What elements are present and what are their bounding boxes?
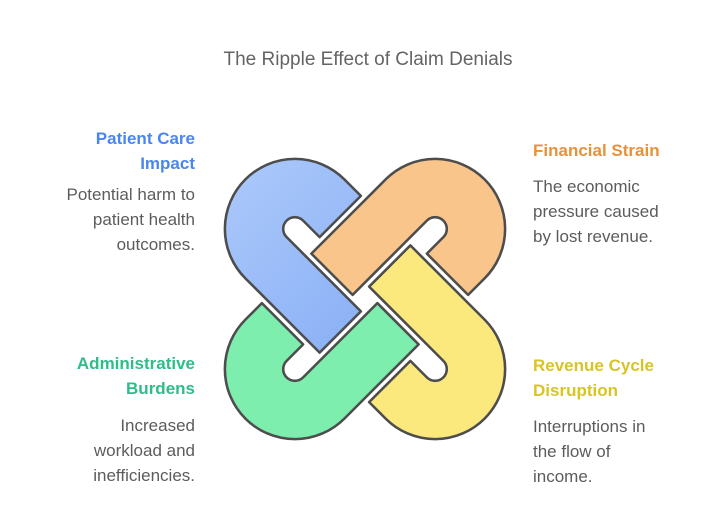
item-description-line: Potential harm to [66, 185, 195, 204]
item-title-line: Burdens [126, 379, 195, 398]
item-description-line: inefficiencies. [93, 466, 195, 485]
item-title-line: Impact [140, 154, 195, 173]
item-administrative-burdens: Administrative Burdens Increased workloa… [13, 351, 195, 488]
page-title: The Ripple Effect of Claim Denials [223, 49, 513, 70]
item-patient-care-impact: Patient Care Impact Potential harm to pa… [17, 126, 195, 257]
item-title: Administrative Burdens [13, 351, 195, 401]
item-revenue-cycle-disruption: Revenue Cycle Disruption Interruptions i… [533, 353, 710, 489]
item-description-line: pressure caused [533, 202, 659, 221]
item-description-line: outcomes. [116, 235, 195, 254]
item-description-line: workload and [93, 441, 195, 460]
knot-diagram [194, 128, 536, 470]
item-title-line: Revenue Cycle [533, 356, 654, 375]
item-description-line: income. [533, 467, 593, 486]
item-description: Potential harm to patient health outcome… [17, 182, 195, 257]
item-title: Revenue Cycle Disruption [533, 353, 710, 403]
item-financial-strain: Financial Strain The economic pressure c… [533, 138, 710, 249]
item-description: Increased workload and inefficiencies. [13, 413, 195, 488]
item-title-line: Disruption [533, 381, 618, 400]
item-description-line: Interruptions in [533, 417, 646, 436]
item-title-line: Patient Care [95, 129, 195, 148]
item-title: Patient Care Impact [17, 126, 195, 176]
item-description-line: by lost revenue. [533, 227, 654, 246]
item-description: The economic pressure caused by lost rev… [533, 174, 710, 249]
item-title-line: Financial Strain [533, 141, 660, 160]
item-description-line: the flow of [533, 442, 611, 461]
item-title: Financial Strain [533, 138, 710, 163]
item-description: Interruptions in the flow of income. [533, 414, 710, 489]
item-title-line: Administrative [76, 354, 195, 373]
item-description-line: patient health [92, 210, 195, 229]
item-description-line: The economic [533, 177, 640, 196]
item-description-line: Increased [120, 416, 195, 435]
